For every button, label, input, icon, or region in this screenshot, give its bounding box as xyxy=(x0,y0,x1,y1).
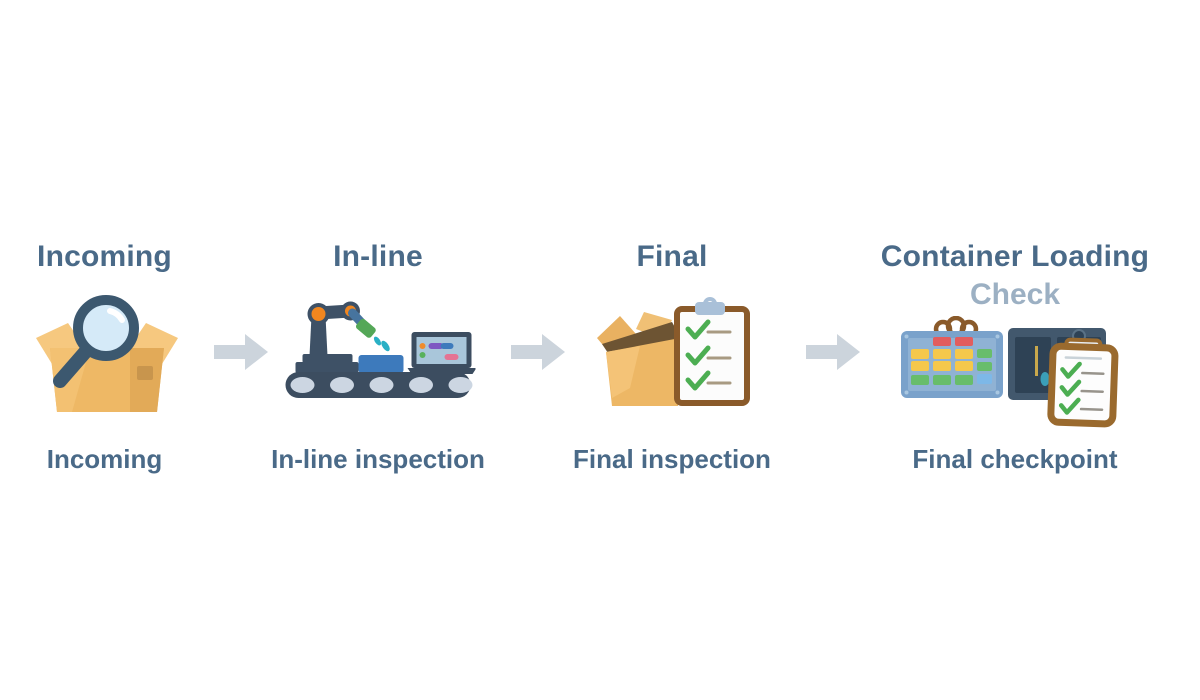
flow-arrow-icon xyxy=(214,331,268,373)
stage-incoming-title: Incoming xyxy=(37,240,172,273)
stage-container-subtitle: Check xyxy=(969,278,1061,311)
robot-conveyor-icon xyxy=(281,300,477,405)
flow-arrow-icon xyxy=(511,331,565,373)
open-box-checklist-icon xyxy=(592,294,752,414)
container-checklist-icon xyxy=(895,315,1135,433)
stage-inline-title: In-line xyxy=(333,240,423,273)
stage-container-caption: Final checkpoint xyxy=(912,444,1118,474)
stage-incoming-caption: Incoming xyxy=(46,444,163,474)
flow-arrow-icon xyxy=(806,331,860,373)
stage-inline-caption: In-line inspection xyxy=(271,444,485,474)
stage-container-title: Container Loading xyxy=(880,240,1150,273)
stage-final-caption: Final inspection xyxy=(573,444,771,474)
stage-incoming: Incoming Incoming xyxy=(2,236,207,481)
stage-final: Final Final inspection xyxy=(562,236,782,481)
incoming-box-magnifier-icon xyxy=(30,286,180,426)
stage-final-title: Final xyxy=(636,240,708,273)
stage-inline: In-line xyxy=(258,236,498,481)
stage-container-loading-check: Container Loading Check xyxy=(865,236,1165,481)
